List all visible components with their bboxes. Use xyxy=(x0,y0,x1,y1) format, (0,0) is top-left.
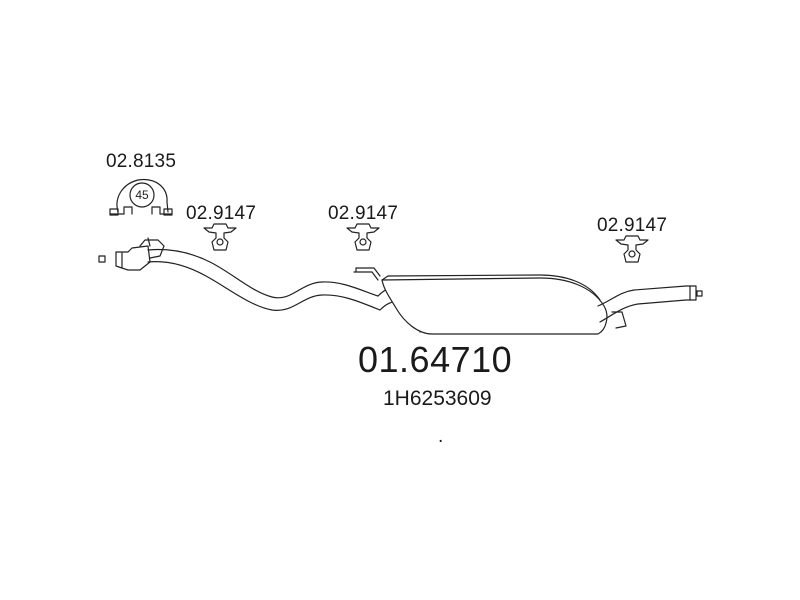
clamp-ring-label: 45 xyxy=(135,188,149,202)
stray-dot: . xyxy=(438,426,443,447)
hanger-2-code-label: 02.9147 xyxy=(328,203,398,224)
exhaust-system-icon xyxy=(98,237,703,335)
clamp-icon: 45 xyxy=(109,178,173,216)
rubber-hanger-icon xyxy=(615,235,649,263)
hanger-3-code-label: 02.9147 xyxy=(597,215,667,236)
clamp-code-label: 02.8135 xyxy=(106,151,176,172)
main-part-code: 01.64710 xyxy=(358,339,512,380)
rubber-hanger-icon xyxy=(203,223,237,251)
oem-number: 1H6253609 xyxy=(383,387,492,410)
rubber-hanger-icon xyxy=(346,223,380,251)
hanger-1-code-label: 02.9147 xyxy=(186,203,256,224)
